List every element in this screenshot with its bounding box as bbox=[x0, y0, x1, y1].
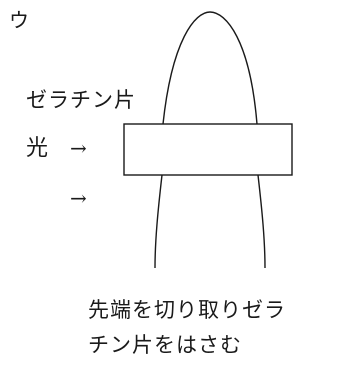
coleoptile-stem-right bbox=[257, 174, 266, 269]
caption: 先端を切り取りゼラ チン片をはさむ bbox=[88, 293, 286, 363]
light-arrow-upper: → bbox=[70, 136, 87, 160]
gelatin-block bbox=[123, 123, 293, 176]
light-arrow-lower: → bbox=[70, 186, 87, 210]
caption-line-1: 先端を切り取りゼラ bbox=[88, 298, 286, 322]
caption-line-2: チン片をはさむ bbox=[88, 333, 242, 357]
light-label: 光 bbox=[26, 136, 49, 161]
gelatin-label: ゼラチン片 bbox=[26, 88, 136, 112]
coleoptile-tip bbox=[162, 11, 258, 125]
panel-label: ウ bbox=[9, 8, 29, 32]
coleoptile-stem-left bbox=[154, 174, 163, 269]
